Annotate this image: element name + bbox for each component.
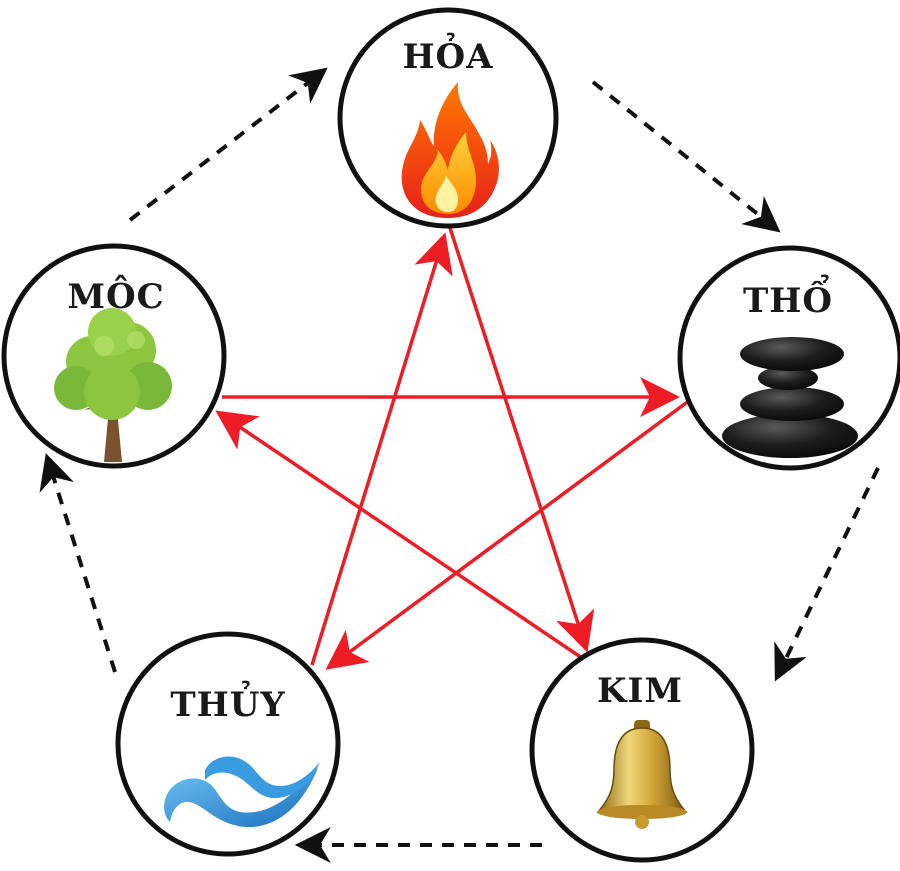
node-label-hoa: HỎA (402, 32, 493, 77)
bell-icon (596, 720, 688, 829)
generating-cycle-edges (39, 67, 880, 863)
edge-thuy-to-hoa (310, 232, 453, 666)
edge-moc-to-hoa (128, 67, 328, 222)
edge-tho-to-thuy (325, 398, 692, 670)
node-thuy: THỦY (115, 631, 341, 857)
edge-hoa-to-tho (591, 80, 781, 233)
node-label-tho: THỔ (743, 274, 833, 321)
edge-thuy-to-moc (39, 453, 117, 673)
fire-icon (401, 82, 499, 218)
node-tho: THỔ (677, 245, 900, 471)
stacked-stones-icon (722, 337, 858, 458)
tree-icon (54, 308, 172, 462)
node-moc: MỘC (1, 243, 227, 469)
node-hoa: HỎA (337, 7, 559, 229)
node-label-kim: KIM (597, 671, 683, 711)
node-label-thuy: THỦY (170, 680, 285, 725)
edge-kim-to-moc (215, 410, 586, 662)
edge-hoa-to-kim (448, 227, 595, 653)
controlling-cycle-edges (215, 227, 692, 670)
edge-tho-to-kim (774, 467, 880, 682)
water-wave-icon (164, 756, 320, 828)
node-kim: KIM (529, 637, 755, 863)
